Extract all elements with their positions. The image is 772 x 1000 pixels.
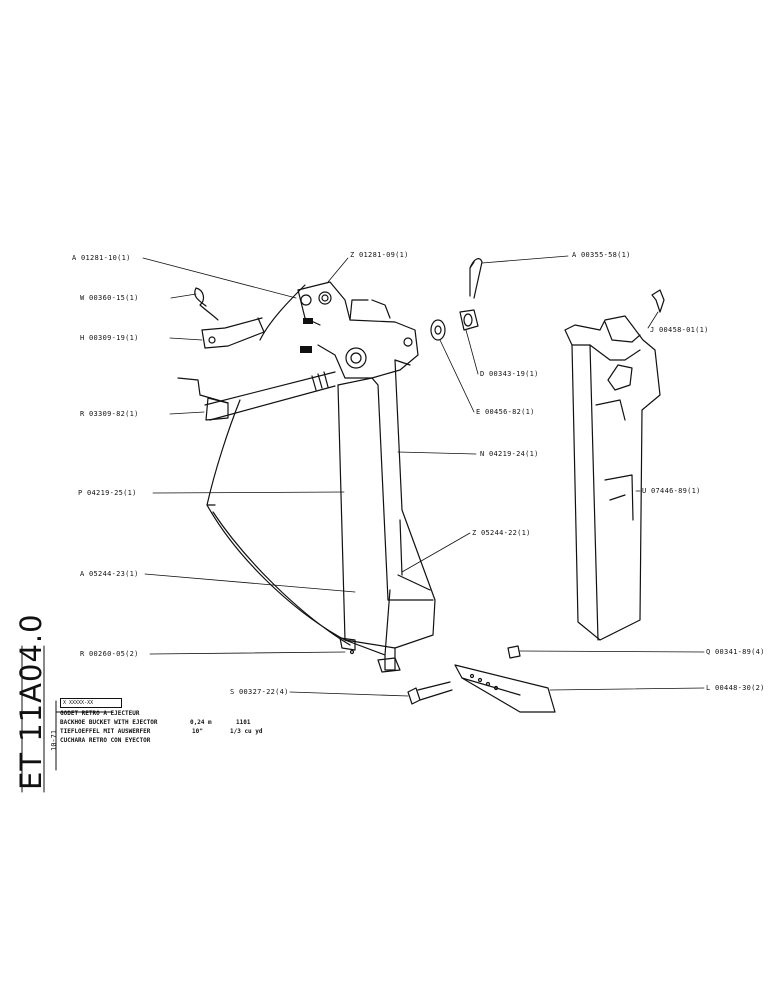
- label-R03309: R 03309-82(1): [80, 410, 139, 418]
- label-E00456: E 00456-82(1): [476, 408, 535, 416]
- label-S00327: S 00327-22(4): [230, 688, 289, 696]
- label-W00360: W 00360-15(1): [80, 294, 139, 302]
- washer: [430, 319, 446, 341]
- label-N04219: N 04219-24(1): [480, 450, 539, 458]
- title-fr: GODET RETRO A EJECTEUR: [60, 710, 140, 717]
- bucket-shell: [206, 284, 351, 646]
- hinge-plate: [297, 281, 419, 379]
- label-Z05244: Z 05244-22(1): [472, 529, 531, 537]
- label-P04219: P 04219-25(1): [78, 489, 137, 497]
- leader-lines: [142, 255, 705, 697]
- clip: [194, 287, 219, 321]
- title-block-header: X XXXXX-XX: [60, 698, 122, 708]
- label-Q00341: Q 00341-89(4): [706, 648, 765, 656]
- capacity-imperial: 10": [192, 728, 203, 735]
- title-block: X XXXXX-XX GODET RETRO A EJECTEUR BACKHO…: [58, 698, 303, 754]
- label-A01281: A 01281-10(1): [72, 254, 131, 262]
- label-A00355: A 00355-58(1): [572, 251, 631, 259]
- label-Z01281: Z 01281-09(1): [350, 251, 409, 259]
- model-number: 1101: [236, 719, 251, 726]
- cotter-pin: [469, 258, 483, 299]
- long-pin: [177, 371, 336, 421]
- capacity-metric: 0,24 m: [190, 719, 212, 726]
- lower-lugs: [339, 637, 401, 673]
- label-J00458: J 00458-01(1): [650, 326, 709, 334]
- title-de: TIEFLOEFFEL MIT AUSWERFER: [60, 728, 151, 735]
- capacity-cubic: 1/3 cu yd: [230, 728, 263, 735]
- title-en: BACKHOE BUCKET WITH EJECTOR: [60, 719, 158, 726]
- label-U07446: U 07446-89(1): [642, 487, 701, 495]
- document-code: ET 11A04.0: [14, 613, 48, 790]
- document-date: 10-71: [50, 729, 58, 751]
- bucket-arm: [337, 359, 436, 671]
- nut: [507, 645, 521, 659]
- label-A05244: A 05244-23(1): [80, 570, 139, 578]
- label-H00309: H 00309-19(1): [80, 334, 139, 342]
- label-L00448: L 00448-30(2): [706, 684, 765, 692]
- castle-nut: [459, 309, 479, 331]
- hinge-pin: [201, 317, 265, 349]
- tooth: [454, 664, 556, 713]
- label-R00260: R 00260-05(2): [80, 650, 139, 658]
- ejector: [564, 315, 661, 641]
- label-D00343: D 00343-19(1): [480, 370, 539, 378]
- title-es: CUCHARA RETRO CON EYECTOR: [60, 737, 151, 744]
- title-block-frame: [21, 645, 113, 793]
- grease-fitting: [651, 289, 665, 313]
- bolt: [407, 681, 453, 705]
